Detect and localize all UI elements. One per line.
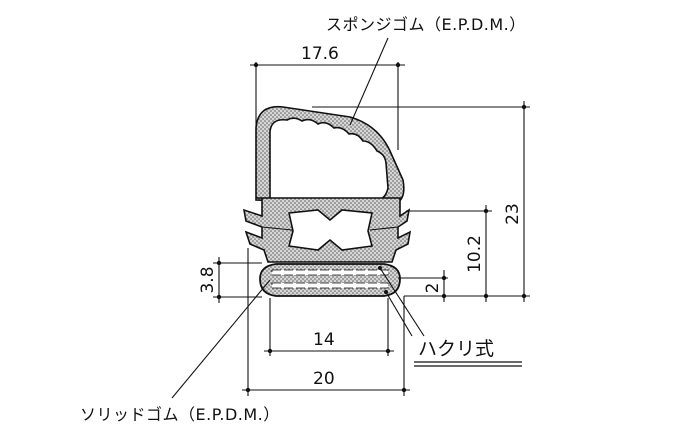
peel-type-label: ハクリ式 xyxy=(418,338,494,360)
top-width-value: 17.6 xyxy=(301,44,339,64)
callout-peel-type: ハクリ式 xyxy=(378,266,522,367)
sponge-bulb xyxy=(255,105,405,206)
base-thickness-value: 3.8 xyxy=(198,266,218,293)
callout-solid-rubber: ソリッドゴム（E.P.D.M.） xyxy=(80,279,280,424)
solid-rubber-base xyxy=(259,263,401,297)
solid-rubber-label: ソリッドゴム（E.P.D.M.） xyxy=(80,405,280,424)
dimension-total-height: 23 xyxy=(312,101,530,302)
lower-height-value: 10.2 xyxy=(465,235,485,273)
callout-sponge-rubber: スポンジゴム（E.P.D.M.） xyxy=(326,15,526,126)
bottom-width-value: 20 xyxy=(313,369,335,389)
dimension-lower-height: 10.2 xyxy=(406,205,492,302)
dimension-tape-thickness: 2 xyxy=(398,270,448,302)
dimension-base-thickness: 3.8 xyxy=(198,257,262,303)
total-height-value: 23 xyxy=(503,203,523,225)
dimension-top-width: 17.6 xyxy=(250,44,405,150)
dimension-bottom-width: 20 xyxy=(242,248,410,396)
dimension-inner-width: 14 xyxy=(264,298,394,356)
inner-width-value: 14 xyxy=(313,330,335,350)
tape-thickness-value: 2 xyxy=(423,283,443,294)
gasket-body xyxy=(242,197,412,263)
sponge-rubber-label: スポンジゴム（E.P.D.M.） xyxy=(326,15,526,34)
